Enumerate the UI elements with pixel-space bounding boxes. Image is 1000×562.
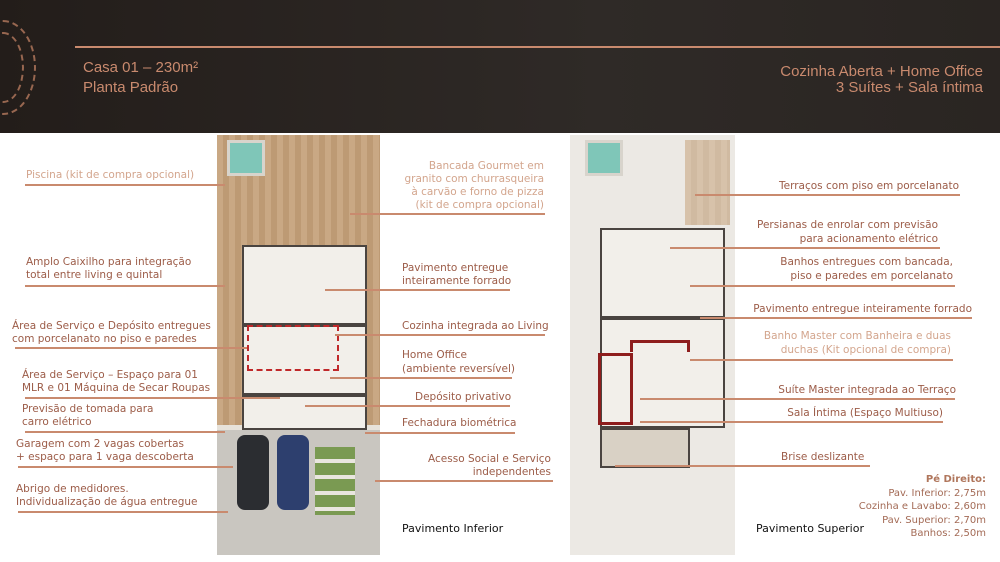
label-suite-master: Suíte Master integrada ao Terraço xyxy=(778,384,956,396)
brand-logo-icon xyxy=(0,20,36,115)
house-title: Casa 01 – 230m² xyxy=(83,59,199,76)
label-forrado-1: Pavimento entregue xyxy=(402,262,509,274)
label-medidores-2: Individualização de água entregue xyxy=(16,496,198,508)
service-area xyxy=(242,395,367,430)
leader-line xyxy=(25,184,225,186)
features-line-2: 3 Suítes + Sala íntima xyxy=(835,79,983,96)
plan-type: Planta Padrão xyxy=(83,79,179,96)
master-bath-highlight xyxy=(598,353,633,425)
bedrooms xyxy=(600,228,725,318)
label-servico-deposito-2: com porcelanato no piso e paredes xyxy=(12,333,197,345)
leader-line xyxy=(690,359,953,361)
kitchen xyxy=(242,325,367,395)
label-cozinha: Cozinha integrada ao Living xyxy=(402,320,549,332)
leader-line xyxy=(695,194,960,196)
leader-line xyxy=(350,213,545,215)
upper-floor-plan xyxy=(570,135,735,555)
terrace xyxy=(600,428,690,468)
ceiling-item: Pav. Inferior: 2,75m xyxy=(888,487,986,499)
lower-floor-plan xyxy=(217,135,380,555)
features-line-1: Cozinha Aberta + Home Office xyxy=(780,63,983,80)
label-banhos-2: piso e paredes em porcelanato xyxy=(790,270,953,282)
header-banner: Casa 01 – 230m² Planta Padrão Cozinha Ab… xyxy=(0,0,1000,133)
leader-line xyxy=(375,480,553,482)
ceiling-item: Cozinha e Lavabo: 2,60m xyxy=(858,501,986,512)
label-terracos: Terraços com piso em porcelanato xyxy=(779,180,959,192)
leader-line xyxy=(25,431,225,433)
label-persianas-1: Persianas de enrolar com previsão xyxy=(757,219,938,231)
label-bancada-3: à carvão e forno de pizza xyxy=(411,186,544,198)
label-forrado-2: inteiramente forrado xyxy=(402,275,512,287)
label-home-office-1: Home Office xyxy=(402,349,467,361)
leader-line xyxy=(25,285,225,287)
car-icon xyxy=(277,435,309,510)
car-icon xyxy=(237,435,269,510)
label-banho-master-1: Banho Master com Banheira e duas xyxy=(763,330,951,342)
label-area-servico-1: Área de Serviço – Espaço para 01 xyxy=(22,369,198,381)
leader-line xyxy=(15,347,247,349)
label-acesso-2: independentes xyxy=(472,466,551,478)
leader-line xyxy=(670,247,940,249)
label-caixilho-1: Amplo Caixilho para integração xyxy=(26,256,192,268)
label-bancada-4: (kit de compra opcional) xyxy=(415,199,545,211)
living-room xyxy=(242,245,367,325)
label-bancada-1: Bancada Gourmet em xyxy=(428,160,544,172)
ceiling-item: Pav. Superior: 2,70m xyxy=(882,514,986,526)
label-caixilho-2: total entre living e quintal xyxy=(26,269,163,281)
upper-floor-caption: Pavimento Superior xyxy=(756,522,864,535)
label-garagem-1: Garagem com 2 vagas cobertas xyxy=(16,438,185,450)
label-home-office-2: (ambiente reversível) xyxy=(402,363,515,375)
leader-line xyxy=(18,511,228,513)
leader-line xyxy=(640,421,943,423)
leader-line xyxy=(335,334,545,336)
pool xyxy=(227,140,265,176)
label-medidores-1: Abrigo de medidores. xyxy=(16,483,129,495)
label-servico-deposito-1: Área de Serviço e Depósito entregues xyxy=(12,320,211,332)
ceiling-item: Banhos: 2,50m xyxy=(910,528,986,539)
label-sala-intima: Sala Íntima (Espaço Multiuso) xyxy=(787,407,943,419)
label-bancada-2: granito com churrasqueira xyxy=(404,173,544,185)
leader-line xyxy=(640,398,955,400)
home-office-highlight xyxy=(247,325,339,371)
label-brise: Brise deslizante xyxy=(781,451,865,463)
leader-line xyxy=(615,465,870,467)
label-banhos-1: Banhos entregues com bancada, xyxy=(780,256,953,268)
label-persianas-2: para acionamento elétrico xyxy=(799,233,938,245)
ceiling-title: Pé Direito: xyxy=(925,474,986,485)
label-acesso-1: Acesso Social e Serviço xyxy=(428,453,551,465)
leader-line xyxy=(690,285,955,287)
lower-floor-caption: Pavimento Inferior xyxy=(402,522,504,535)
leader-line xyxy=(325,289,510,291)
label-pavimento-forrado: Pavimento entregue inteiramente forrado xyxy=(753,303,972,315)
label-area-servico-2: MLR e 01 Máquina de Secar Roupas xyxy=(22,382,211,394)
leader-line xyxy=(365,432,515,434)
leader-line xyxy=(330,377,512,379)
label-tomada-1: Previsão de tomada para xyxy=(22,403,154,415)
leader-line xyxy=(18,466,233,468)
master-suite xyxy=(600,318,725,428)
label-banho-master-2: duchas (Kit opcional de compra) xyxy=(780,344,951,356)
header-divider xyxy=(75,46,1000,48)
label-garagem-2: + espaço para 1 vaga descoberta xyxy=(16,451,194,463)
leader-line xyxy=(25,397,280,399)
label-deposito: Depósito privativo xyxy=(415,391,512,403)
label-tomada-2: carro elétrico xyxy=(22,416,92,428)
sala-intima-highlight xyxy=(630,340,690,352)
label-piscina: Piscina (kit de compra opcional) xyxy=(26,169,195,181)
label-fechadura: Fechadura biométrica xyxy=(402,417,517,429)
ceiling-heights: Pé Direito: Pav. Inferior: 2,75m Cozinha… xyxy=(859,473,986,541)
leader-line xyxy=(305,405,510,407)
leader-line xyxy=(700,317,972,319)
